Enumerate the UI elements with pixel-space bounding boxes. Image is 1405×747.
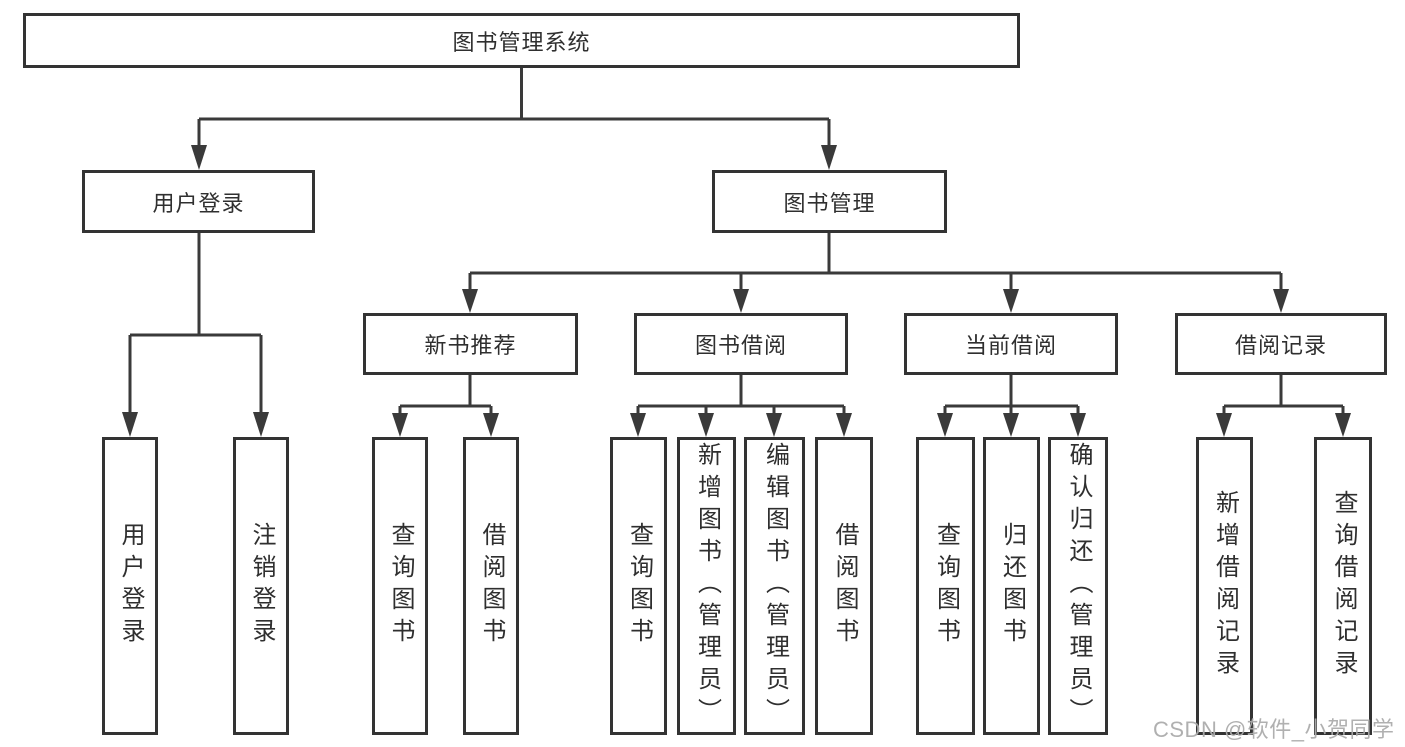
node-book-borrowing: 图书借阅 <box>634 313 848 375</box>
leaf-borrowing-edit-book-label: 编辑图书（管理员） <box>761 442 789 730</box>
leaf-records-query-record-label: 查询借阅记录 <box>1330 490 1357 682</box>
node-borrowing-records: 借阅记录 <box>1175 313 1387 375</box>
leaf-current-return-book-label: 归还图书 <box>998 522 1026 650</box>
node-book-management-label: 图书管理 <box>783 190 876 216</box>
leaf-borrowing-add-book-label: 新增图书（管理员） <box>693 442 721 730</box>
leaf-records-query-record: 查询借阅记录 <box>1314 437 1372 735</box>
leaf-logout: 注销登录 <box>233 437 289 735</box>
leaf-logout-label: 注销登录 <box>248 522 275 650</box>
node-new-book-recommend: 新书推荐 <box>363 313 578 375</box>
leaf-current-query-book-label: 查询图书 <box>932 522 960 650</box>
leaf-recommend-query-book-label: 查询图书 <box>387 522 414 650</box>
node-new-book-recommend-label: 新书推荐 <box>424 333 517 358</box>
leaf-records-add-record-label: 新增借阅记录 <box>1211 490 1239 682</box>
node-borrowing-records-label: 借阅记录 <box>1234 333 1327 358</box>
leaf-borrowing-query-book-label: 查询图书 <box>625 522 653 650</box>
leaf-current-confirm-return-label: 确认归还（管理员） <box>1065 442 1092 730</box>
leaf-borrowing-edit-book: 编辑图书（管理员） <box>744 437 805 735</box>
leaf-current-confirm-return: 确认归还（管理员） <box>1048 437 1108 735</box>
node-root: 图书管理系统 <box>23 13 1020 68</box>
leaf-records-add-record: 新增借阅记录 <box>1196 437 1253 735</box>
node-user-login: 用户登录 <box>82 170 315 233</box>
leaf-user-login: 用户登录 <box>102 437 158 735</box>
node-current-borrowing: 当前借阅 <box>904 313 1118 375</box>
leaf-current-return-book: 归还图书 <box>983 437 1040 735</box>
leaf-borrowing-query-book: 查询图书 <box>610 437 667 735</box>
leaf-current-query-book: 查询图书 <box>916 437 975 735</box>
leaf-borrowing-borrow-book: 借阅图书 <box>815 437 873 735</box>
leaf-borrowing-borrow-book-label: 借阅图书 <box>831 522 858 650</box>
node-book-borrowing-label: 图书借阅 <box>694 333 787 358</box>
leaf-recommend-borrow-book-label: 借阅图书 <box>478 522 505 650</box>
node-root-label: 图书管理系统 <box>452 29 591 55</box>
leaf-recommend-query-book: 查询图书 <box>372 437 428 735</box>
node-current-borrowing-label: 当前借阅 <box>964 333 1057 358</box>
leaf-user-login-label: 用户登录 <box>117 522 144 650</box>
node-user-login-label: 用户登录 <box>152 190 245 216</box>
node-book-management: 图书管理 <box>712 170 947 233</box>
leaf-borrowing-add-book: 新增图书（管理员） <box>677 437 736 735</box>
watermark: CSDN @软件_小贺同学 <box>1153 717 1395 742</box>
leaf-recommend-borrow-book: 借阅图书 <box>463 437 519 735</box>
